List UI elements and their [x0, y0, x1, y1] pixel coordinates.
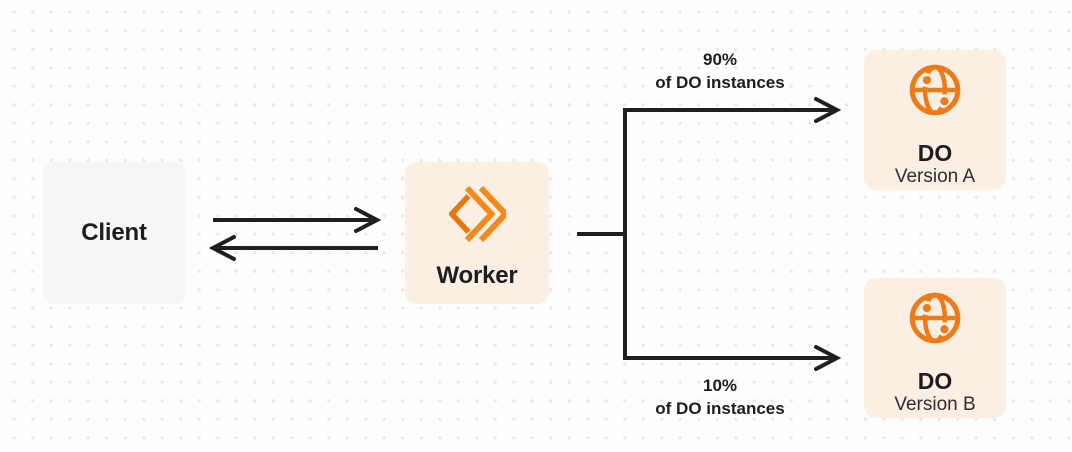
globe-icon [908, 63, 962, 117]
edge-label-10-percent: 10% of DO instances [610, 374, 830, 420]
edge-90-value: 90% [702, 50, 738, 69]
edge-label-90-percent: 90% of DO instances [610, 48, 830, 94]
arrowhead-to-do-a [814, 97, 842, 123]
do-a-title: DO [917, 140, 953, 166]
arrowhead-worker-to-client [208, 235, 236, 261]
node-do-version-b: DO Version B [864, 278, 1006, 418]
node-client: Client [43, 162, 185, 304]
do-b-title: DO [917, 368, 953, 394]
globe-icon [908, 291, 962, 345]
do-a-subtitle: Version A [894, 166, 976, 187]
edge-10-caption: of DO instances [655, 399, 785, 418]
client-label: Client [81, 219, 147, 246]
edge-10-value: 10% [702, 376, 738, 395]
arrowhead-to-do-b [814, 345, 842, 371]
worker-label: Worker [436, 262, 518, 289]
node-do-version-a: DO Version A [864, 50, 1006, 190]
cloudflare-workers-logo-icon [447, 185, 510, 243]
arrowhead-client-to-worker [354, 207, 382, 233]
do-b-subtitle: Version B [894, 394, 976, 415]
branch-line [623, 108, 834, 360]
edge-90-caption: of DO instances [655, 73, 785, 92]
node-worker: Worker [405, 162, 549, 304]
